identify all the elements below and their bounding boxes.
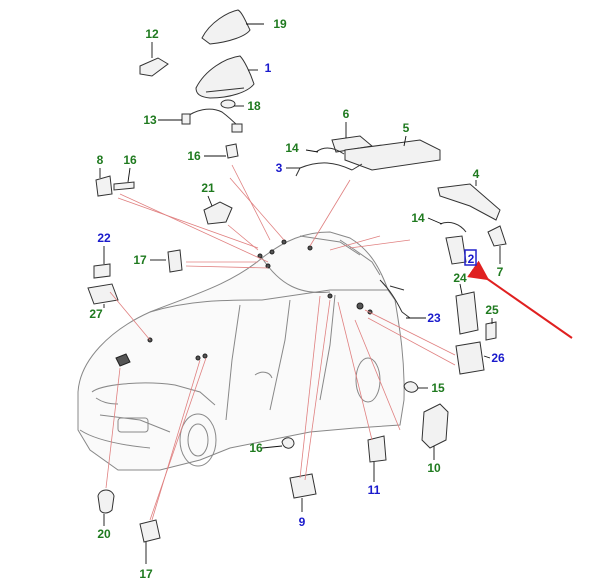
part-label-22: 22	[97, 231, 111, 245]
part-12-module	[139, 57, 169, 77]
part-label-17: 17	[133, 253, 147, 267]
part-16-lower-sensor	[281, 437, 295, 449]
part-15-sensor	[403, 381, 419, 393]
part-label-1: 1	[265, 61, 272, 75]
part-label-4: 4	[473, 167, 480, 181]
part-label-2: 2	[468, 252, 475, 266]
part-17-lower-connector	[139, 519, 161, 543]
part-22-sensor	[93, 263, 111, 279]
part-label-16: 16	[187, 149, 201, 163]
part-label-9: 9	[299, 515, 306, 529]
part-4-trim	[437, 183, 501, 221]
part-7-bracket	[487, 225, 507, 247]
part-17-upper-connector	[167, 249, 183, 273]
part-2-highlight-box	[464, 249, 477, 266]
part-16-left-sensor	[113, 181, 135, 191]
part-label-16: 16	[249, 441, 263, 455]
part-label-14: 14	[285, 141, 299, 155]
part-label-20: 20	[97, 527, 111, 541]
part-9-module	[289, 473, 317, 499]
part-25-connector	[485, 321, 497, 341]
part-label-6: 6	[343, 107, 350, 121]
part-23-harness	[379, 279, 411, 319]
part-label-25: 25	[485, 303, 499, 317]
part-18-grommet	[220, 99, 236, 109]
part-label-7: 7	[497, 265, 504, 279]
part-5-roof-trim	[344, 139, 441, 171]
vehicle-outline	[77, 231, 405, 471]
part-label-18: 18	[247, 99, 261, 113]
part-label-26: 26	[491, 351, 505, 365]
part-label-5: 5	[403, 121, 410, 135]
part-8-bracket	[95, 175, 113, 197]
part-label-15: 15	[431, 381, 445, 395]
part-3-harness	[295, 162, 363, 177]
part-26-module	[455, 341, 485, 375]
part-label-11: 11	[368, 483, 381, 497]
leader-lines	[99, 23, 501, 564]
part-label-12: 12	[145, 27, 159, 41]
pointer-arrow	[467, 260, 573, 339]
part-label-14: 14	[411, 211, 425, 225]
part-label-8: 8	[97, 153, 104, 167]
part-16-upper-sensor	[225, 143, 239, 159]
part-19-shark-fin-cover	[201, 9, 251, 45]
part-21-module	[203, 201, 233, 225]
part-11-module	[367, 435, 387, 463]
part-label-10: 10	[427, 461, 441, 475]
part-label-21: 21	[201, 181, 215, 195]
part-label-27: 27	[89, 307, 103, 321]
part-label-16: 16	[123, 153, 137, 167]
part-label-13: 13	[143, 113, 157, 127]
part-label-17: 17	[139, 567, 153, 581]
part-label-19: 19	[273, 17, 287, 31]
part-2-bracket	[445, 235, 467, 265]
part-27-bracket	[87, 283, 119, 305]
front-grille-part	[115, 353, 131, 367]
part-20-sensor	[97, 489, 115, 514]
part-label-3: 3	[276, 161, 283, 175]
part-label-23: 23	[427, 311, 441, 325]
part-1-antenna	[195, 55, 255, 99]
part-label-24: 24	[453, 271, 467, 285]
part-10-module	[421, 403, 449, 449]
callout-lines	[105, 164, 456, 521]
part-24-module	[455, 291, 479, 335]
